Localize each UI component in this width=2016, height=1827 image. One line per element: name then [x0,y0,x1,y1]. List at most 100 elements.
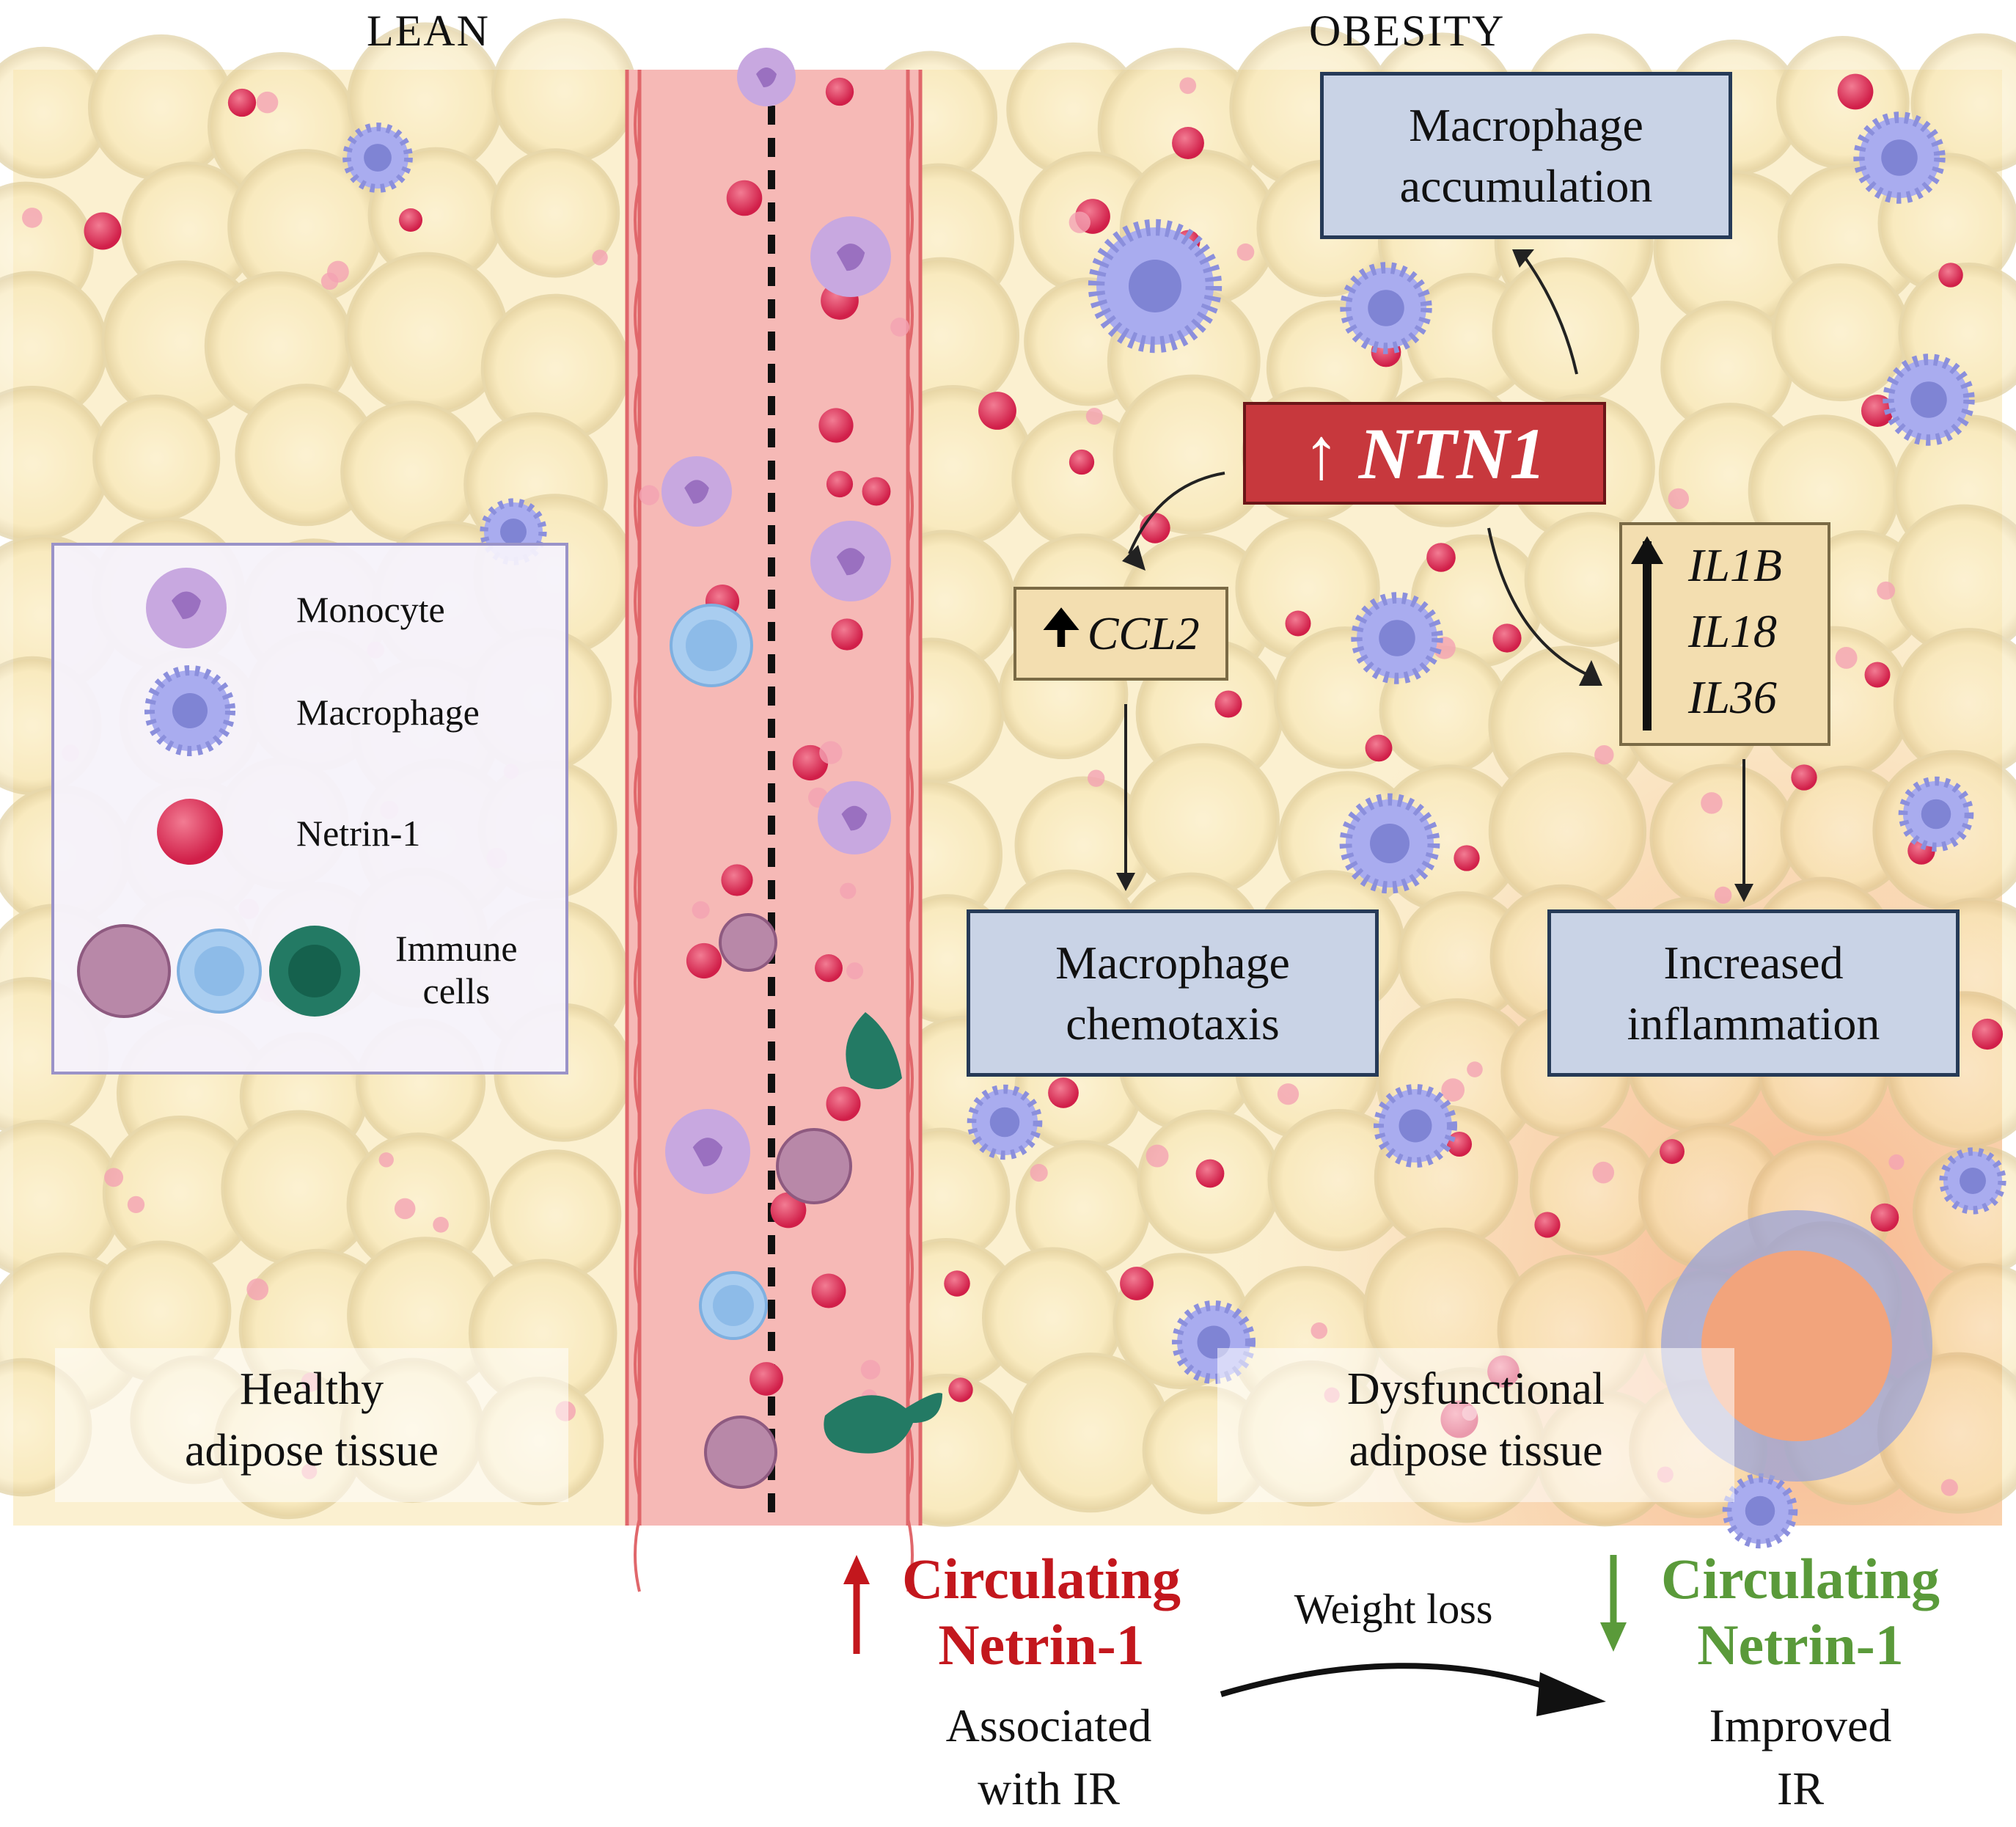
netrin-particle [1668,488,1690,510]
netrin-particle [1864,662,1891,688]
netrin-particle [378,1152,394,1168]
legend-icons [77,568,360,1018]
adipocyte [344,252,509,417]
monocyte-nucleus [692,1138,723,1167]
ntn1-box: ↑ NTN1 [1243,402,1606,505]
macrophage-nucleus [1910,381,1947,418]
netrin-particle [1140,513,1170,543]
macrophage [1898,776,1974,852]
netrin-particle [1311,1322,1328,1339]
netrin-particle [862,477,891,506]
netrin-particle [1172,127,1204,159]
endothelial-cell [906,278,914,353]
netrin-particle [320,272,339,290]
netrin-particle [819,741,843,764]
netrin-particle [1492,623,1522,653]
netrin-particle [860,1360,881,1380]
macrophage-nucleus [1368,290,1404,326]
macrophage [1853,111,1946,204]
obesity-header: OBESITY [1309,7,1506,55]
il18-label: IL18 [1688,605,1777,657]
macrophage-nucleus [364,144,392,172]
netrin-particle [433,1217,449,1233]
netrin-icon [157,799,223,865]
netrin-particle [394,1198,416,1220]
endothelial-cell [634,373,641,448]
macrophage [1374,1084,1457,1168]
macrophage-nucleus [500,519,527,545]
endothelial-cell [906,183,914,257]
weight-loss-label: Weight loss [1294,1585,1493,1633]
netrin-particle [1454,845,1480,871]
netrin-particle [948,1377,973,1402]
ccl2-label: CCL2 [1087,607,1200,659]
netrin-particle [1701,792,1723,814]
netrin-particle [227,88,257,117]
macrophage [1339,793,1440,894]
netrin-particle [1877,581,1896,600]
macrophage [1883,354,1975,446]
adipocyte [491,18,637,165]
netrin-particle [826,470,854,498]
macrophage [342,122,413,193]
netrin-particle [256,91,279,114]
macrophage-nucleus [1399,1109,1432,1143]
netrin-particle [1888,1154,1905,1171]
netrin-particle [1837,73,1874,110]
netrin-particle [1365,734,1393,762]
ccl2-box: 🠉 CCL2 [1014,587,1228,681]
endothelial-cell [906,1422,914,1497]
endothelial-cell [634,1041,641,1116]
macrophage-nucleus [1921,799,1951,830]
macrophage-nucleus [1960,1168,1986,1194]
netrin-particle [84,212,122,250]
up-arrow-head-icon [1631,536,1663,564]
endothelial-cell [906,87,914,162]
netrin-particle [1146,1144,1169,1168]
netrin-particle [1714,886,1732,904]
ntn1-label: NTN1 [1358,412,1547,494]
netrin-particle [246,1278,269,1300]
netrin-particle [1085,407,1103,425]
endothelial-cell [634,755,641,830]
adipocyte [92,394,221,522]
macrophage [1340,262,1432,354]
netrin-particle [1048,1077,1079,1108]
endothelial-cell [634,278,641,353]
endothelial-cell [906,373,914,448]
netrin-particle [815,954,843,982]
endothelial-cell [906,1041,914,1116]
endothelial-cell [634,1136,641,1211]
monocyte [818,781,891,854]
netrin-particle [1534,1212,1561,1238]
netrin-particle [592,249,608,266]
monocyte [810,216,891,297]
macrophage-nucleus [1129,260,1181,312]
netrin-particle [1467,1061,1483,1077]
endothelial-cell [906,469,914,543]
netrin-particle [127,1196,145,1214]
netrin-particle [1938,263,1963,288]
endothelial-cell [906,945,914,1020]
netrin-particle [1791,764,1817,791]
netrin-particle [890,317,909,337]
endothelial-cell [634,850,641,925]
endothelial-cell [906,755,914,830]
netrin-particle [846,962,864,980]
endothelial-cell [634,659,641,734]
monocyte [810,521,891,601]
monocyte [665,1109,750,1194]
netrin-particle [726,180,763,216]
endothelial-cell [634,564,641,639]
endothelial-cell [634,87,641,162]
il36-label: IL36 [1688,671,1777,723]
netrin-particle [1195,1159,1225,1188]
netrin-particle [978,392,1016,430]
monocyte [737,48,796,106]
